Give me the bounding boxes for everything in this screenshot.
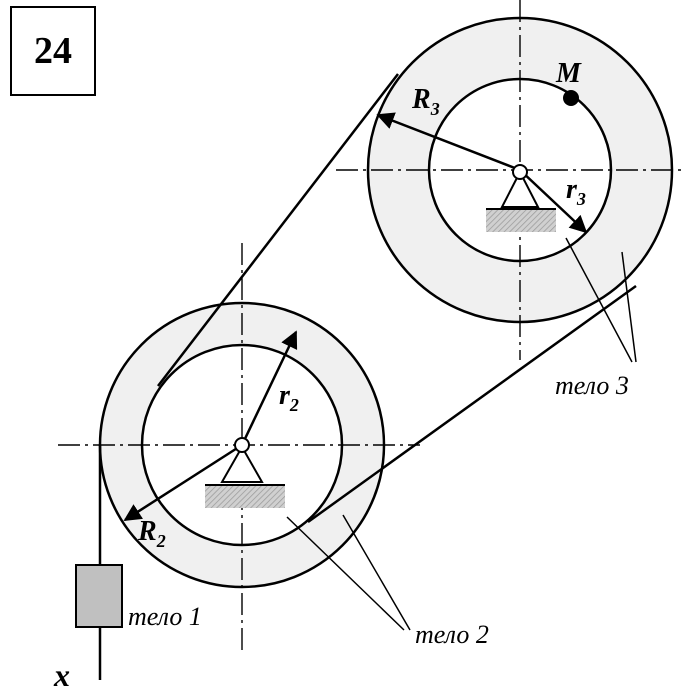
body3-leader-2: [621, 251, 637, 363]
radius-r2-arrow: [240, 330, 298, 446]
label-R3: R3: [411, 84, 440, 119]
body1-weight: [75, 564, 123, 628]
radius-R3-arrow: [376, 112, 521, 172]
point-M-dot: [563, 90, 579, 106]
label-body2: тело 2: [415, 620, 489, 649]
body3-pivot: [512, 164, 528, 180]
belt-lower: [307, 284, 637, 524]
belt-upper: [157, 73, 399, 387]
radius-r3-arrow: [519, 169, 588, 234]
label-M: M: [555, 58, 582, 89]
label-r3: r3: [566, 174, 586, 209]
label-R2: R2: [137, 516, 166, 551]
label-body3: тело 3: [555, 371, 629, 400]
body2-leader-1: [286, 516, 405, 631]
label-r2: r2: [279, 380, 299, 415]
problem-number-box: 24: [10, 6, 96, 96]
radius-R2-arrow: [123, 443, 243, 522]
body3-support: [486, 169, 556, 232]
label-body1: тело 1: [128, 602, 202, 631]
body2-support: [205, 444, 285, 508]
problem-number: 24: [34, 30, 72, 72]
body2-leader-2: [342, 514, 411, 631]
body2-pivot: [234, 437, 250, 453]
label-x: x: [53, 657, 70, 692]
body3-leader-1: [565, 237, 633, 363]
